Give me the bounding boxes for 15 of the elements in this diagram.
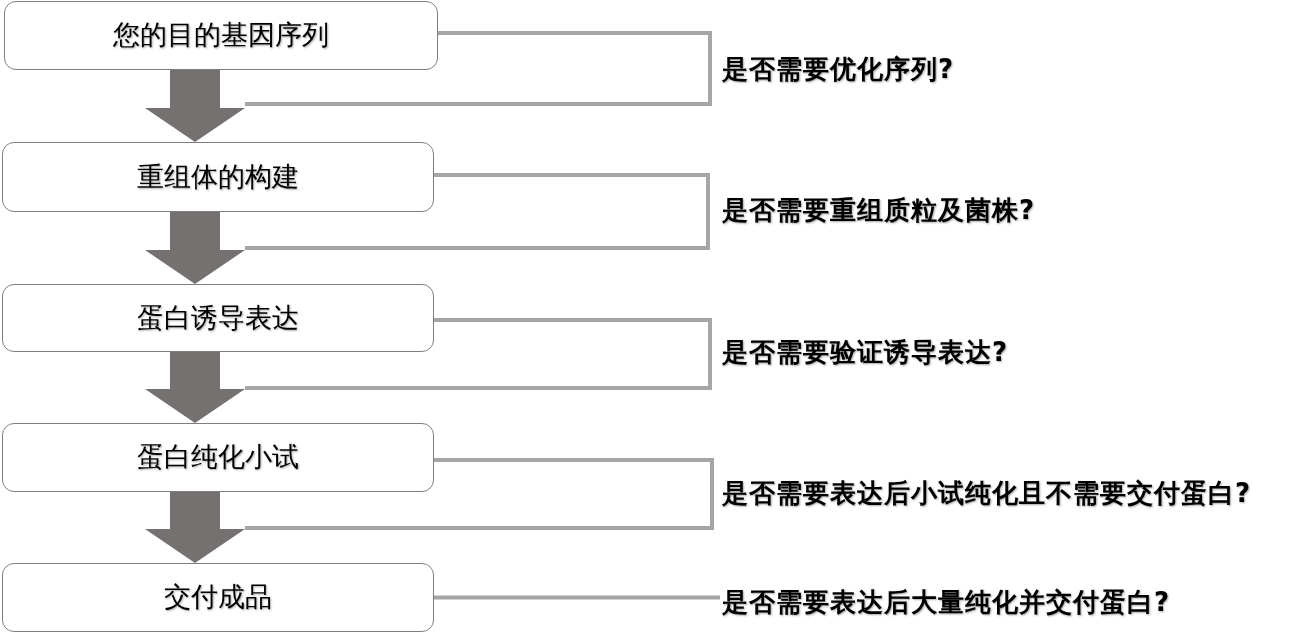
block-arrow <box>145 352 245 423</box>
question-text: 是否需要表达后大量纯化并交付蛋白? <box>722 588 1171 618</box>
step-box: 重组体的构建 <box>2 142 434 212</box>
step-box: 蛋白纯化小试 <box>2 423 434 492</box>
block-arrow <box>145 70 245 142</box>
connector-line <box>434 595 720 600</box>
block-arrow <box>145 212 245 284</box>
question-text: 是否需要表达后小试纯化且不需要交付蛋白? <box>722 479 1252 509</box>
question-text: 是否需要重组质粒及菌株? <box>722 196 1036 226</box>
question-text: 是否需要验证诱导表达? <box>722 338 1009 368</box>
step-box: 交付成品 <box>2 563 434 632</box>
question-text: 是否需要优化序列? <box>722 55 955 85</box>
block-arrow <box>145 492 245 563</box>
step-box: 您的目的基因序列 <box>4 1 438 70</box>
step-box: 蛋白诱导表达 <box>2 284 434 352</box>
